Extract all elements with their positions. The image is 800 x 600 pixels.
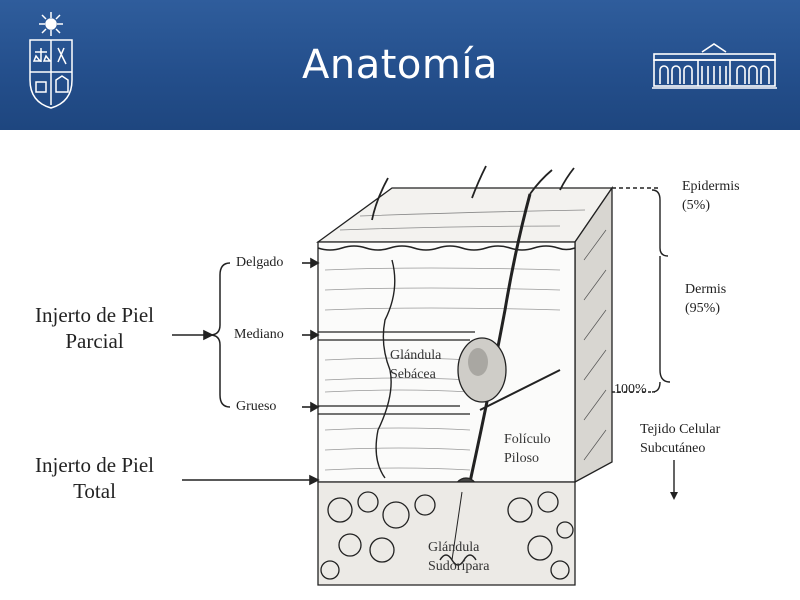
graft-total-line-1: Injerto de Piel xyxy=(35,453,154,477)
dermis-line-2: (95%) xyxy=(685,301,720,316)
dermis-line-1: Dermis xyxy=(685,282,727,297)
epidermis-label: Epidermis (5%) xyxy=(682,177,740,215)
subcutaneous-line-2: Subcutáneo xyxy=(640,441,706,456)
graft-partial-line-1: Injerto de Piel xyxy=(35,303,154,327)
graft-partial-line-2: Parcial xyxy=(65,329,124,353)
building-facade-icon xyxy=(652,43,777,89)
sweat-gland-line-2: Sudorípara xyxy=(428,559,490,574)
hair-follicle-line-1: Folículo xyxy=(504,432,551,447)
header-banner: Anatomía xyxy=(0,0,800,130)
university-crest-icon xyxy=(29,12,73,109)
slide-title: Anatomía xyxy=(302,42,498,88)
sebaceous-gland-line-2: Sebácea xyxy=(390,367,436,382)
graft-partial-label: Injerto de Piel Parcial xyxy=(12,302,177,354)
hundred-percent-label: 100% xyxy=(614,382,647,397)
hair-follicle-label: Folículo Piloso xyxy=(504,430,551,468)
sebaceous-gland-label: Glándula Sebácea xyxy=(390,346,441,384)
thickness-thin-label: Delgado xyxy=(236,255,284,270)
epidermis-line-1: Epidermis xyxy=(682,179,740,194)
sweat-gland-line-1: Glándula xyxy=(428,540,480,555)
hair-follicle-line-2: Piloso xyxy=(504,451,540,466)
sebaceous-gland-line-1: Glándula xyxy=(390,348,442,363)
graft-total-label: Injerto de Piel Total xyxy=(12,452,177,504)
thickness-medium-label: Mediano xyxy=(234,327,284,342)
epidermis-line-2: (5%) xyxy=(682,198,710,213)
dermis-label: Dermis (95%) xyxy=(685,280,726,318)
thickness-thick-label: Grueso xyxy=(236,399,277,414)
graft-total-line-2: Total xyxy=(73,479,116,503)
subcutaneous-line-1: Tejido Celular xyxy=(640,422,721,437)
sweat-gland-label: Glándula Sudorípara xyxy=(428,538,489,576)
skin-block-illustration xyxy=(172,165,678,586)
subcutaneous-label: Tejido Celular Subcutáneo xyxy=(640,420,720,458)
skin-graft-diagram: Injerto de Piel Parcial Injerto de Piel … xyxy=(0,130,800,600)
